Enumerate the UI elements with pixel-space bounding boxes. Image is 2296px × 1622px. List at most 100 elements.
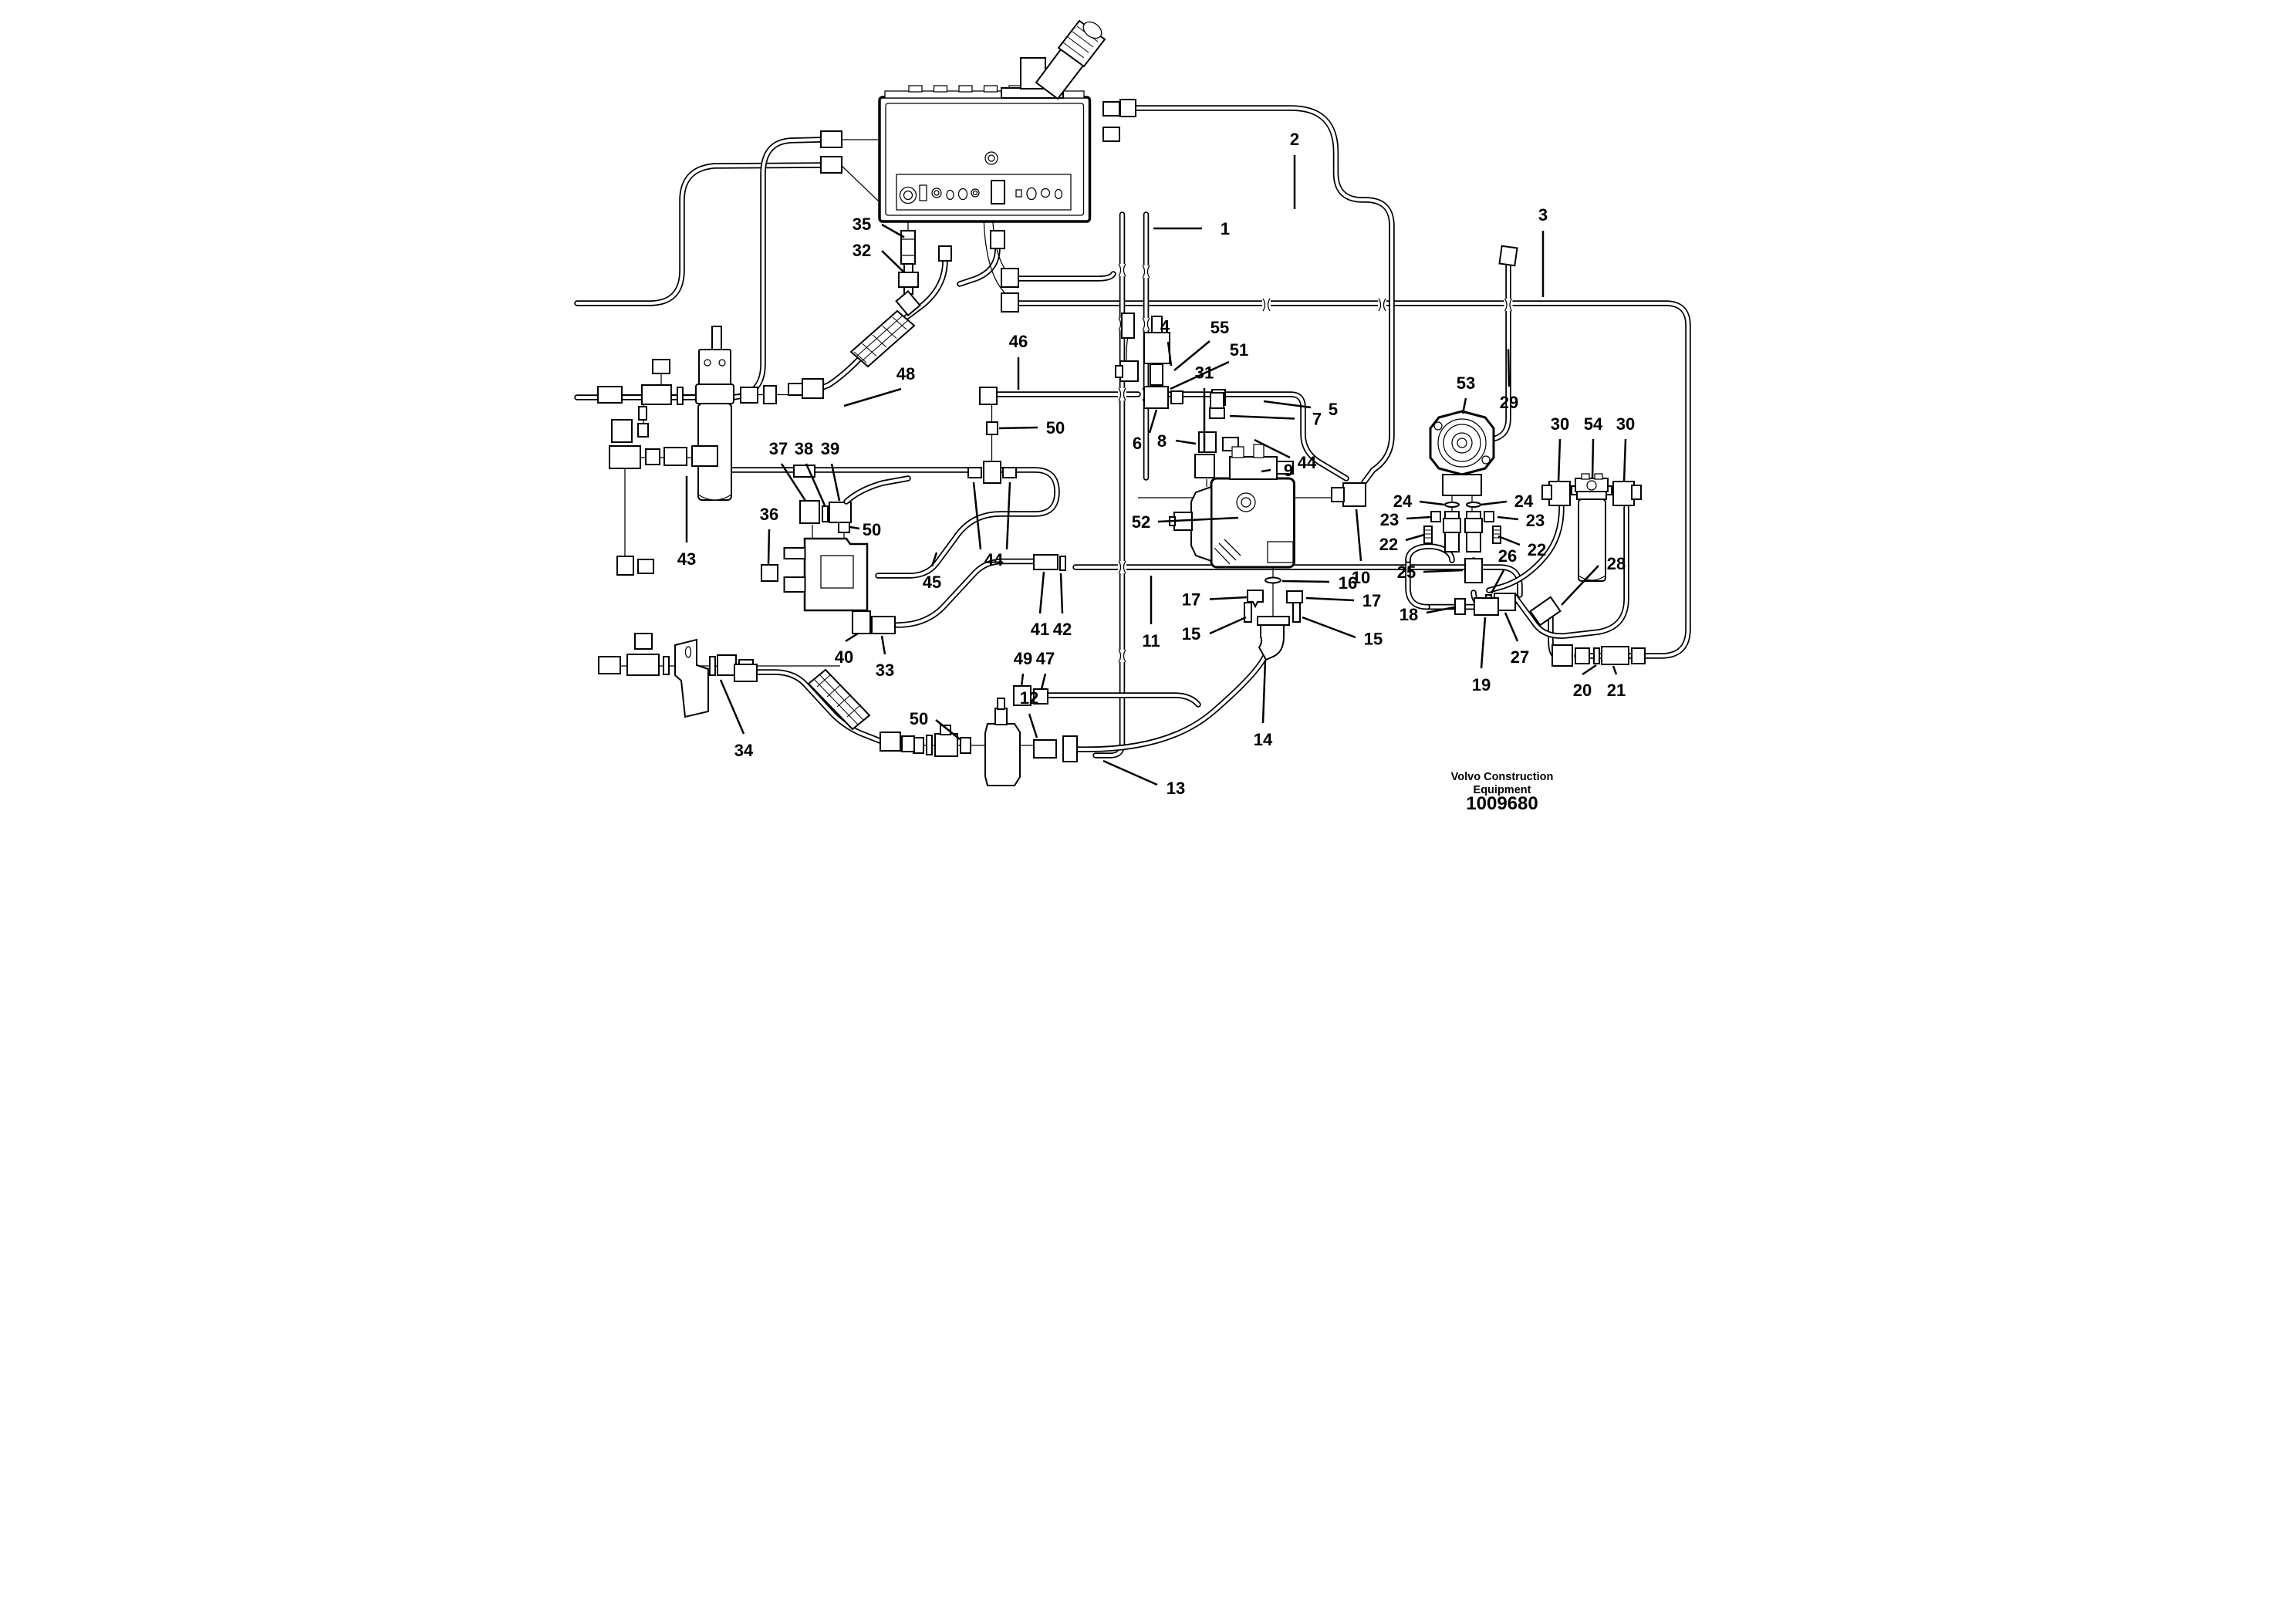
fitting-33 — [871, 616, 896, 634]
callout-13: 13 — [1102, 759, 1185, 798]
callout-21-leader — [1612, 665, 1618, 675]
nut — [1631, 647, 1646, 664]
callout-45-leader — [930, 552, 938, 567]
tee-fitting-6 — [1143, 386, 1169, 409]
callout-2: 2 — [1290, 130, 1299, 209]
callout-54-leader — [1591, 438, 1595, 480]
callout-27-label: 27 — [1511, 647, 1529, 667]
callout-6-label: 6 — [1133, 434, 1142, 453]
cap-nut — [634, 633, 653, 650]
footer: Volvo Construction Equipment 1009680 — [1451, 771, 1554, 811]
nut — [645, 448, 660, 465]
callout-39: 39 — [821, 439, 841, 502]
callout-36: 36 — [760, 505, 778, 565]
callout-5-label: 5 — [1329, 400, 1338, 419]
elbow-body — [1258, 624, 1285, 661]
callout-53: 53 — [1457, 373, 1475, 414]
tee-fitting — [983, 461, 1001, 484]
callout-10: 10 — [1352, 509, 1370, 587]
callout-44-label: 44 — [1298, 453, 1317, 472]
callout-10-leader — [1355, 509, 1362, 562]
stub-fitting — [637, 559, 654, 574]
callout-50-label: 50 — [863, 520, 881, 539]
callout-3-label: 3 — [1538, 205, 1548, 225]
plug-7 — [1209, 407, 1225, 419]
callout-8-leader — [1175, 439, 1197, 445]
callout-44-label: 44 — [984, 550, 1004, 569]
callout-16-label: 16 — [1339, 573, 1357, 593]
callout-7-leader — [1229, 414, 1295, 420]
nut-36 — [761, 564, 778, 582]
elbow-fitting — [979, 387, 998, 405]
nut — [1575, 647, 1590, 664]
pump-top-housing — [1229, 456, 1278, 480]
callout-38: 38 — [795, 439, 826, 506]
callout-43: 43 — [677, 476, 696, 569]
clip-23 — [1484, 511, 1494, 522]
callout-50: 50 — [910, 709, 961, 740]
callout-32-label: 32 — [853, 241, 871, 260]
nipple — [717, 654, 737, 676]
callout-19-label: 19 — [1472, 675, 1491, 694]
callout-27-leader — [1504, 612, 1519, 642]
callout-49: 49 — [1014, 649, 1032, 688]
callout-46: 46 — [1009, 332, 1028, 390]
hose-break-mark — [1118, 560, 1126, 574]
callout-12-label: 12 — [1020, 688, 1038, 708]
callout-24-label: 24 — [1393, 492, 1413, 511]
callout-30: 30 — [1616, 414, 1635, 483]
callout-14-label: 14 — [1254, 730, 1273, 749]
callout-29: 29 — [1500, 349, 1518, 412]
fitting-50 — [960, 737, 971, 754]
flange-elbow-14 — [1244, 576, 1303, 661]
nut — [1170, 390, 1183, 404]
callout-5: 5 — [1263, 400, 1338, 419]
hose-break-mark — [1118, 387, 1126, 401]
callout-22-label: 22 — [1379, 535, 1398, 554]
callout-8-label: 8 — [1157, 431, 1167, 451]
callout-19-leader — [1480, 617, 1487, 669]
hose-break-mark — [1118, 263, 1126, 277]
callout-35-leader — [881, 223, 905, 238]
callout-7-label: 7 — [1312, 410, 1322, 429]
callout-48-leader — [843, 387, 902, 407]
callout-42-leader — [1059, 573, 1064, 614]
cap-nut — [652, 359, 670, 374]
o-ring-24 — [1466, 502, 1481, 508]
callout-47-leader — [1040, 673, 1047, 690]
callout-2-label: 2 — [1290, 130, 1299, 149]
hose-end-fitting-34 — [734, 664, 758, 682]
callout-34-label: 34 — [734, 741, 754, 760]
callout-44-leader — [1005, 482, 1011, 550]
coupling — [663, 447, 687, 466]
elbow-4 — [1115, 360, 1139, 382]
callout-33: 33 — [876, 635, 894, 680]
callout-25: 25 — [1397, 563, 1464, 582]
callout-43-label: 43 — [677, 549, 696, 569]
callout-36-label: 36 — [760, 505, 778, 524]
tank-port-panel — [896, 151, 1072, 211]
plug — [598, 656, 621, 674]
callout-23: 23 — [1380, 510, 1432, 529]
callout-30-label: 30 — [1551, 414, 1569, 434]
coupling-19 — [1474, 597, 1499, 616]
braid-hose-elbow — [788, 378, 824, 399]
hose-break-mark — [1142, 265, 1150, 279]
callout-53-leader — [1461, 397, 1467, 414]
callout-22: 22 — [1497, 535, 1546, 559]
relief-valve-assembly — [913, 698, 1078, 786]
callout-30-label: 30 — [1616, 414, 1635, 434]
callout-6: 6 — [1133, 409, 1158, 453]
callout-14: 14 — [1254, 660, 1273, 749]
tee-fitting — [934, 733, 958, 757]
o-ring-24 — [1444, 502, 1460, 508]
washer-42 — [1059, 556, 1066, 571]
callout-42-label: 42 — [1053, 620, 1072, 639]
callout-28: 28 — [1561, 554, 1626, 606]
small-fitting — [637, 423, 649, 438]
valve-block — [761, 521, 896, 634]
hose-break-mark — [1262, 298, 1271, 312]
callout-15-leader — [1209, 616, 1247, 635]
tee-39 — [829, 502, 852, 523]
